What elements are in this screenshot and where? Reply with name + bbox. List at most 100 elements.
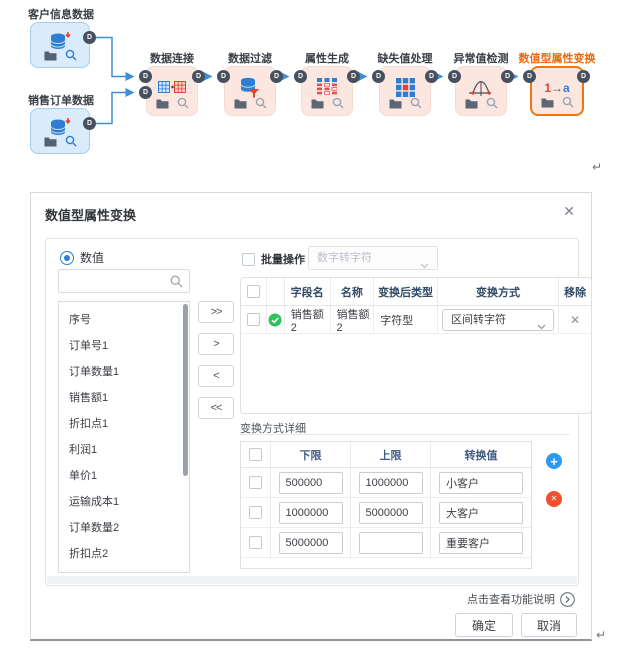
details-divider	[240, 434, 570, 435]
details-row	[241, 528, 531, 558]
transform-method-value: 区间转字符	[451, 313, 507, 326]
preview-magnifier-icon[interactable]	[255, 97, 267, 109]
select-all-checkbox[interactable]	[246, 285, 260, 298]
grid-missing-icon	[380, 74, 430, 100]
upper-bound-input[interactable]	[358, 531, 423, 554]
numeric-radio-row[interactable]: 数值	[60, 249, 104, 266]
folder-icon[interactable]	[389, 98, 402, 109]
output-port[interactable]: D	[83, 117, 96, 130]
input-port[interactable]: D	[372, 70, 385, 83]
source-node-label: 销售订单数据	[28, 95, 94, 107]
search-icon[interactable]	[170, 275, 183, 293]
list-item[interactable]: 订单数量1	[69, 366, 120, 378]
list-item[interactable]: 订单号1	[69, 340, 109, 352]
mapped-value-input[interactable]	[439, 471, 523, 494]
upper-bound-input[interactable]	[358, 471, 423, 494]
batch-operation-dropdown[interactable]: 数字转字符	[308, 246, 438, 270]
help-link[interactable]: 点击查看功能说明	[467, 591, 575, 607]
batch-operation-checkbox[interactable]	[242, 252, 255, 266]
transform-method-dropdown[interactable]: 区间转字符	[442, 308, 555, 331]
input-port[interactable]: D	[139, 86, 152, 99]
range-mapping-table: 下限 上限 转换值	[240, 441, 532, 569]
list-item[interactable]: 订单数量2	[69, 522, 120, 534]
preview-magnifier-icon[interactable]	[562, 96, 574, 108]
preview-magnifier-icon[interactable]	[332, 97, 344, 109]
list-item[interactable]: 单价1	[69, 470, 98, 482]
input-port[interactable]: D	[294, 70, 307, 83]
preview-magnifier-icon[interactable]	[410, 97, 422, 109]
move-right-button[interactable]: >	[198, 333, 234, 355]
radio-selected-icon[interactable]	[60, 250, 74, 265]
output-port[interactable]: D	[270, 70, 283, 83]
input-port[interactable]: D	[523, 70, 536, 83]
source-node-customer-data[interactable]	[30, 22, 90, 68]
folder-icon[interactable]	[234, 98, 247, 109]
preview-magnifier-icon[interactable]	[177, 97, 189, 109]
list-item[interactable]: 折扣点2	[69, 548, 109, 560]
move-left-button[interactable]: <	[198, 365, 234, 387]
cancel-button[interactable]: 取消	[521, 613, 577, 637]
details-row-checkbox[interactable]	[249, 536, 262, 549]
table-row: 销售额2 销售额2 字符型 区间转字符 ✕	[241, 306, 591, 334]
database-icon	[31, 30, 89, 56]
lower-bound-input[interactable]	[278, 531, 343, 554]
list-item[interactable]: 销售额1	[69, 392, 109, 404]
flow-node-data-filter[interactable]	[224, 66, 276, 116]
remove-icon[interactable]: ✕	[570, 312, 581, 327]
close-icon[interactable]: ✕	[563, 203, 575, 219]
delete-range-button[interactable]: ✕	[546, 491, 562, 507]
flow-node-numeric-transform[interactable]: 1→a	[530, 66, 584, 116]
folder-icon[interactable]	[541, 97, 554, 108]
folder-icon[interactable]	[156, 98, 169, 109]
lower-bound-input[interactable]	[278, 501, 343, 524]
details-row-checkbox[interactable]	[249, 476, 262, 489]
preview-magnifier-icon[interactable]	[65, 135, 77, 147]
details-select-all-checkbox[interactable]	[249, 448, 262, 461]
ok-button[interactable]: 确定	[455, 613, 513, 637]
flow-node-label: 数据连接	[150, 53, 194, 65]
folder-icon[interactable]	[44, 136, 57, 147]
mapped-value-input[interactable]	[439, 501, 523, 524]
flow-node-data-join[interactable]	[146, 66, 198, 116]
list-item[interactable]: 利润1	[69, 444, 98, 456]
input-port[interactable]: D	[139, 70, 152, 83]
details-row-checkbox[interactable]	[249, 506, 262, 519]
output-port[interactable]: D	[577, 70, 590, 83]
horizontal-scrollbar[interactable]	[47, 576, 577, 584]
output-port[interactable]: D	[83, 31, 96, 44]
source-node-label: 客户信息数据	[28, 9, 94, 21]
list-item[interactable]: 序号	[69, 314, 91, 326]
lower-bound-input[interactable]	[278, 471, 343, 494]
add-range-button[interactable]: +	[546, 453, 562, 469]
preview-magnifier-icon[interactable]	[486, 97, 498, 109]
search-input[interactable]	[59, 270, 189, 292]
folder-icon[interactable]	[311, 98, 324, 109]
move-all-right-button[interactable]: >>	[198, 301, 234, 323]
flow-node-missing-values[interactable]	[379, 66, 431, 116]
list-item[interactable]: 运输成本1	[69, 496, 120, 508]
output-port[interactable]: D	[192, 70, 205, 83]
column-header: 名称	[331, 278, 375, 305]
folder-icon[interactable]	[465, 98, 478, 109]
mapped-value-input[interactable]	[439, 531, 523, 554]
flow-node-outlier-detection[interactable]	[455, 66, 507, 116]
column-header-value: 转换值	[464, 449, 498, 462]
preview-magnifier-icon[interactable]	[65, 49, 77, 61]
folder-icon[interactable]	[44, 50, 57, 61]
input-port[interactable]: D	[217, 70, 230, 83]
list-item[interactable]: 折扣点1	[69, 418, 109, 430]
output-port[interactable]: D	[425, 70, 438, 83]
details-header-row: 下限 上限 转换值	[241, 442, 531, 468]
output-port[interactable]: D	[347, 70, 360, 83]
input-port[interactable]: D	[448, 70, 461, 83]
list-scrollbar-thumb[interactable]	[183, 304, 188, 476]
flow-node-attribute-generation[interactable]	[301, 66, 353, 116]
column-header: 移除	[564, 286, 587, 299]
row-checkbox[interactable]	[246, 313, 260, 326]
output-port[interactable]: D	[501, 70, 514, 83]
move-all-left-button[interactable]: <<	[198, 397, 234, 419]
available-fields-list[interactable]: 序号 订单号1 订单数量1 销售额1 折扣点1 利润1 单价1 运输成本1 订单…	[58, 301, 190, 573]
list-item[interactable]: 利润2	[59, 567, 189, 572]
source-node-sales-orders[interactable]	[30, 108, 90, 154]
upper-bound-input[interactable]	[358, 501, 423, 524]
